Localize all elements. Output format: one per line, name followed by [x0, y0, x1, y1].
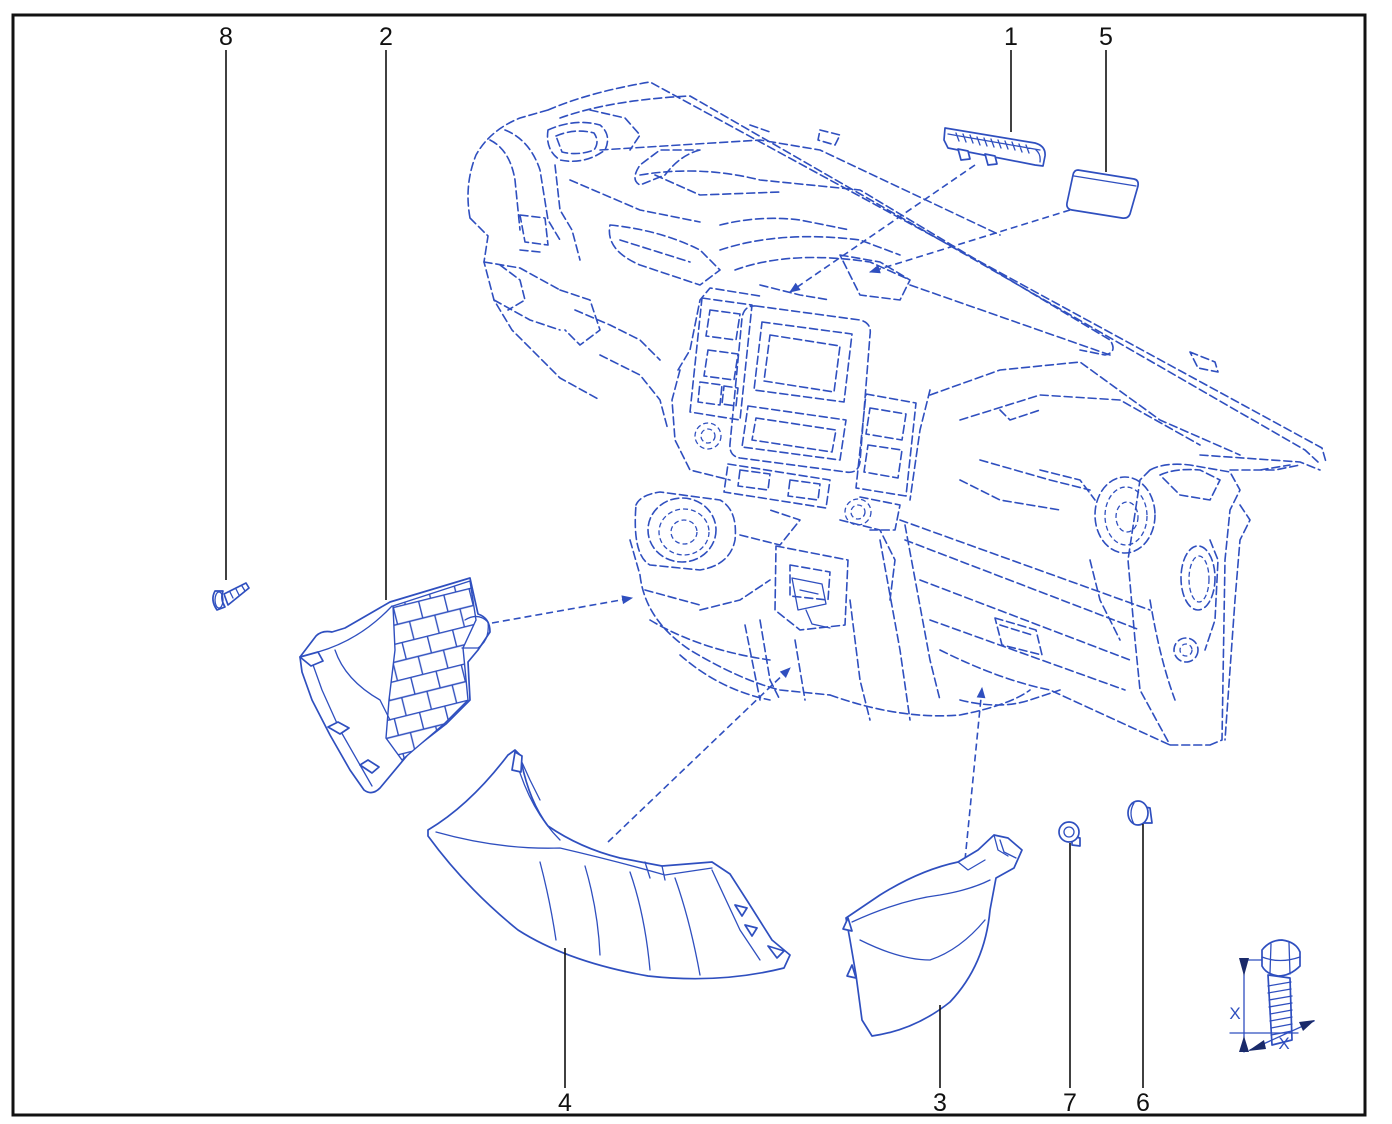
dashboard-lower-left — [629, 491, 911, 721]
part-5-body — [1066, 169, 1140, 220]
part-7-head — [1058, 821, 1080, 843]
callout-3: 3 — [933, 1089, 947, 1117]
center-right-air-vent-core — [1115, 501, 1139, 533]
dashboard-left-end — [483, 109, 701, 431]
part-6-head-rim — [1130, 802, 1135, 825]
callout-5: 5 — [1099, 23, 1113, 51]
callout-1: 1 — [1004, 23, 1018, 51]
part-6-clip — [1127, 800, 1153, 826]
callout-6: 6 — [1136, 1089, 1150, 1117]
part-4-lower-shroud — [427, 749, 791, 980]
part-2-insulation-texture — [385, 580, 477, 762]
center-right-air-vent — [1094, 476, 1156, 554]
part-7-head-inner — [1063, 826, 1075, 838]
part-4-tabs — [511, 751, 785, 959]
bolt-dimension-lines — [1229, 959, 1315, 1053]
dashboard-assembly — [467, 81, 1327, 746]
arrow-part-3 — [964, 686, 986, 861]
part-1-vent-grille — [943, 127, 1046, 167]
center-knob-left-inner — [700, 428, 716, 444]
part-3-folds — [851, 834, 1017, 961]
dashboard-top-surface — [608, 124, 1241, 456]
part-8-head-face — [214, 591, 224, 609]
part-8-shank — [223, 582, 250, 606]
drawing-frame — [11, 13, 1367, 1117]
arrow-part-1 — [789, 164, 976, 293]
center-knob-left — [694, 422, 722, 450]
part-2-tabs — [299, 651, 380, 774]
callout-labels: 8 2 1 5 4 3 7 6 — [219, 23, 1150, 1117]
callout-2: 2 — [379, 23, 393, 51]
part-4-facets — [435, 757, 761, 976]
left-air-vent-inner — [658, 508, 710, 556]
bolt-threads — [1267, 981, 1293, 1036]
part-6-head — [1127, 800, 1149, 826]
bolt-length-label: X — [1229, 1004, 1240, 1023]
assembly-arrows — [491, 164, 1071, 861]
arrow-part-2 — [491, 595, 634, 624]
callout-7: 7 — [1063, 1089, 1077, 1117]
bolt-diameter-label: X — [1278, 1034, 1289, 1053]
part-3-knee-panel — [842, 834, 1023, 1037]
callout-leaders — [225, 50, 1144, 1088]
part-8-screw — [212, 582, 250, 611]
left-air-vent — [647, 497, 717, 563]
part-8-threads — [229, 585, 246, 599]
callout-4: 4 — [558, 1089, 572, 1117]
part-5-cover-plate — [1066, 169, 1140, 220]
arrow-part-5 — [868, 209, 1071, 274]
arrow-part-4 — [607, 667, 791, 843]
part-1-ridges — [947, 132, 1041, 163]
side-air-vent — [1180, 545, 1216, 611]
bolt-dimension-legend: X X — [1229, 939, 1315, 1053]
bolt-head-facets — [1261, 942, 1301, 975]
part-5-edge — [1073, 175, 1137, 187]
part-2-side-trim-panel — [299, 577, 491, 794]
center-knob-right — [844, 498, 872, 526]
side-air-vent-inner — [1188, 555, 1210, 603]
center-stack — [671, 287, 931, 531]
part-3-tabs — [842, 917, 857, 979]
center-knob-right-inner — [850, 504, 866, 520]
part-1-clips — [957, 148, 998, 166]
bolt-head — [1261, 939, 1301, 977]
center-right-air-vent-inner — [1104, 486, 1148, 546]
callout-8: 8 — [219, 23, 233, 51]
side-switch-inner — [1179, 643, 1193, 657]
part-7-screw — [1058, 821, 1081, 847]
part-3-body — [845, 834, 1023, 1037]
left-air-vent-core — [670, 519, 698, 545]
steering-bracket — [791, 577, 831, 629]
side-switch — [1173, 637, 1199, 663]
dashboard-right-glovebox — [829, 459, 1251, 746]
part-4-body — [427, 749, 791, 980]
